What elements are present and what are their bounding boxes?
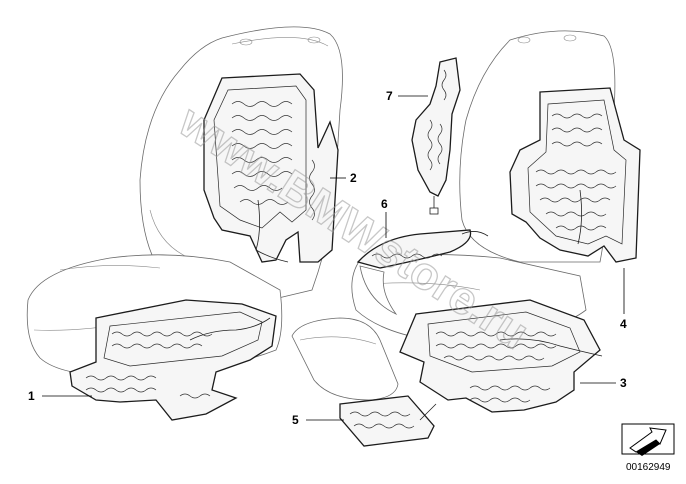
arrow-box-icon: [621, 423, 675, 456]
heating-pad-part-5: [339, 395, 437, 447]
center-foam-pad: [291, 317, 399, 401]
svg-text:6: 6: [381, 197, 388, 211]
side-bolster-heating-element-part-7: [411, 57, 461, 215]
bolster-heating-element-part-6: [356, 229, 489, 315]
svg-text:4: 4: [620, 317, 627, 331]
document-number: 00162949: [626, 462, 671, 473]
cushion-heating-element-part-3: [399, 299, 603, 413]
callout-5: 5: [292, 413, 344, 427]
svg-text:7: 7: [386, 89, 393, 103]
callout-1: 1: [28, 389, 92, 403]
callout-7: 7: [386, 89, 428, 103]
svg-text:2: 2: [350, 171, 357, 185]
cushion-heating-element-part-1: [69, 299, 277, 421]
callout-4: 4: [620, 268, 627, 331]
backrest-heating-element-part-4: [509, 87, 641, 263]
callout-3: 3: [580, 376, 627, 390]
svg-text:3: 3: [620, 376, 627, 390]
callout-6: 6: [381, 197, 388, 238]
svg-text:1: 1: [28, 389, 35, 403]
backrest-heating-element-part-2: [203, 73, 339, 263]
callout-2: 2: [330, 171, 357, 185]
svg-text:5: 5: [292, 413, 299, 427]
